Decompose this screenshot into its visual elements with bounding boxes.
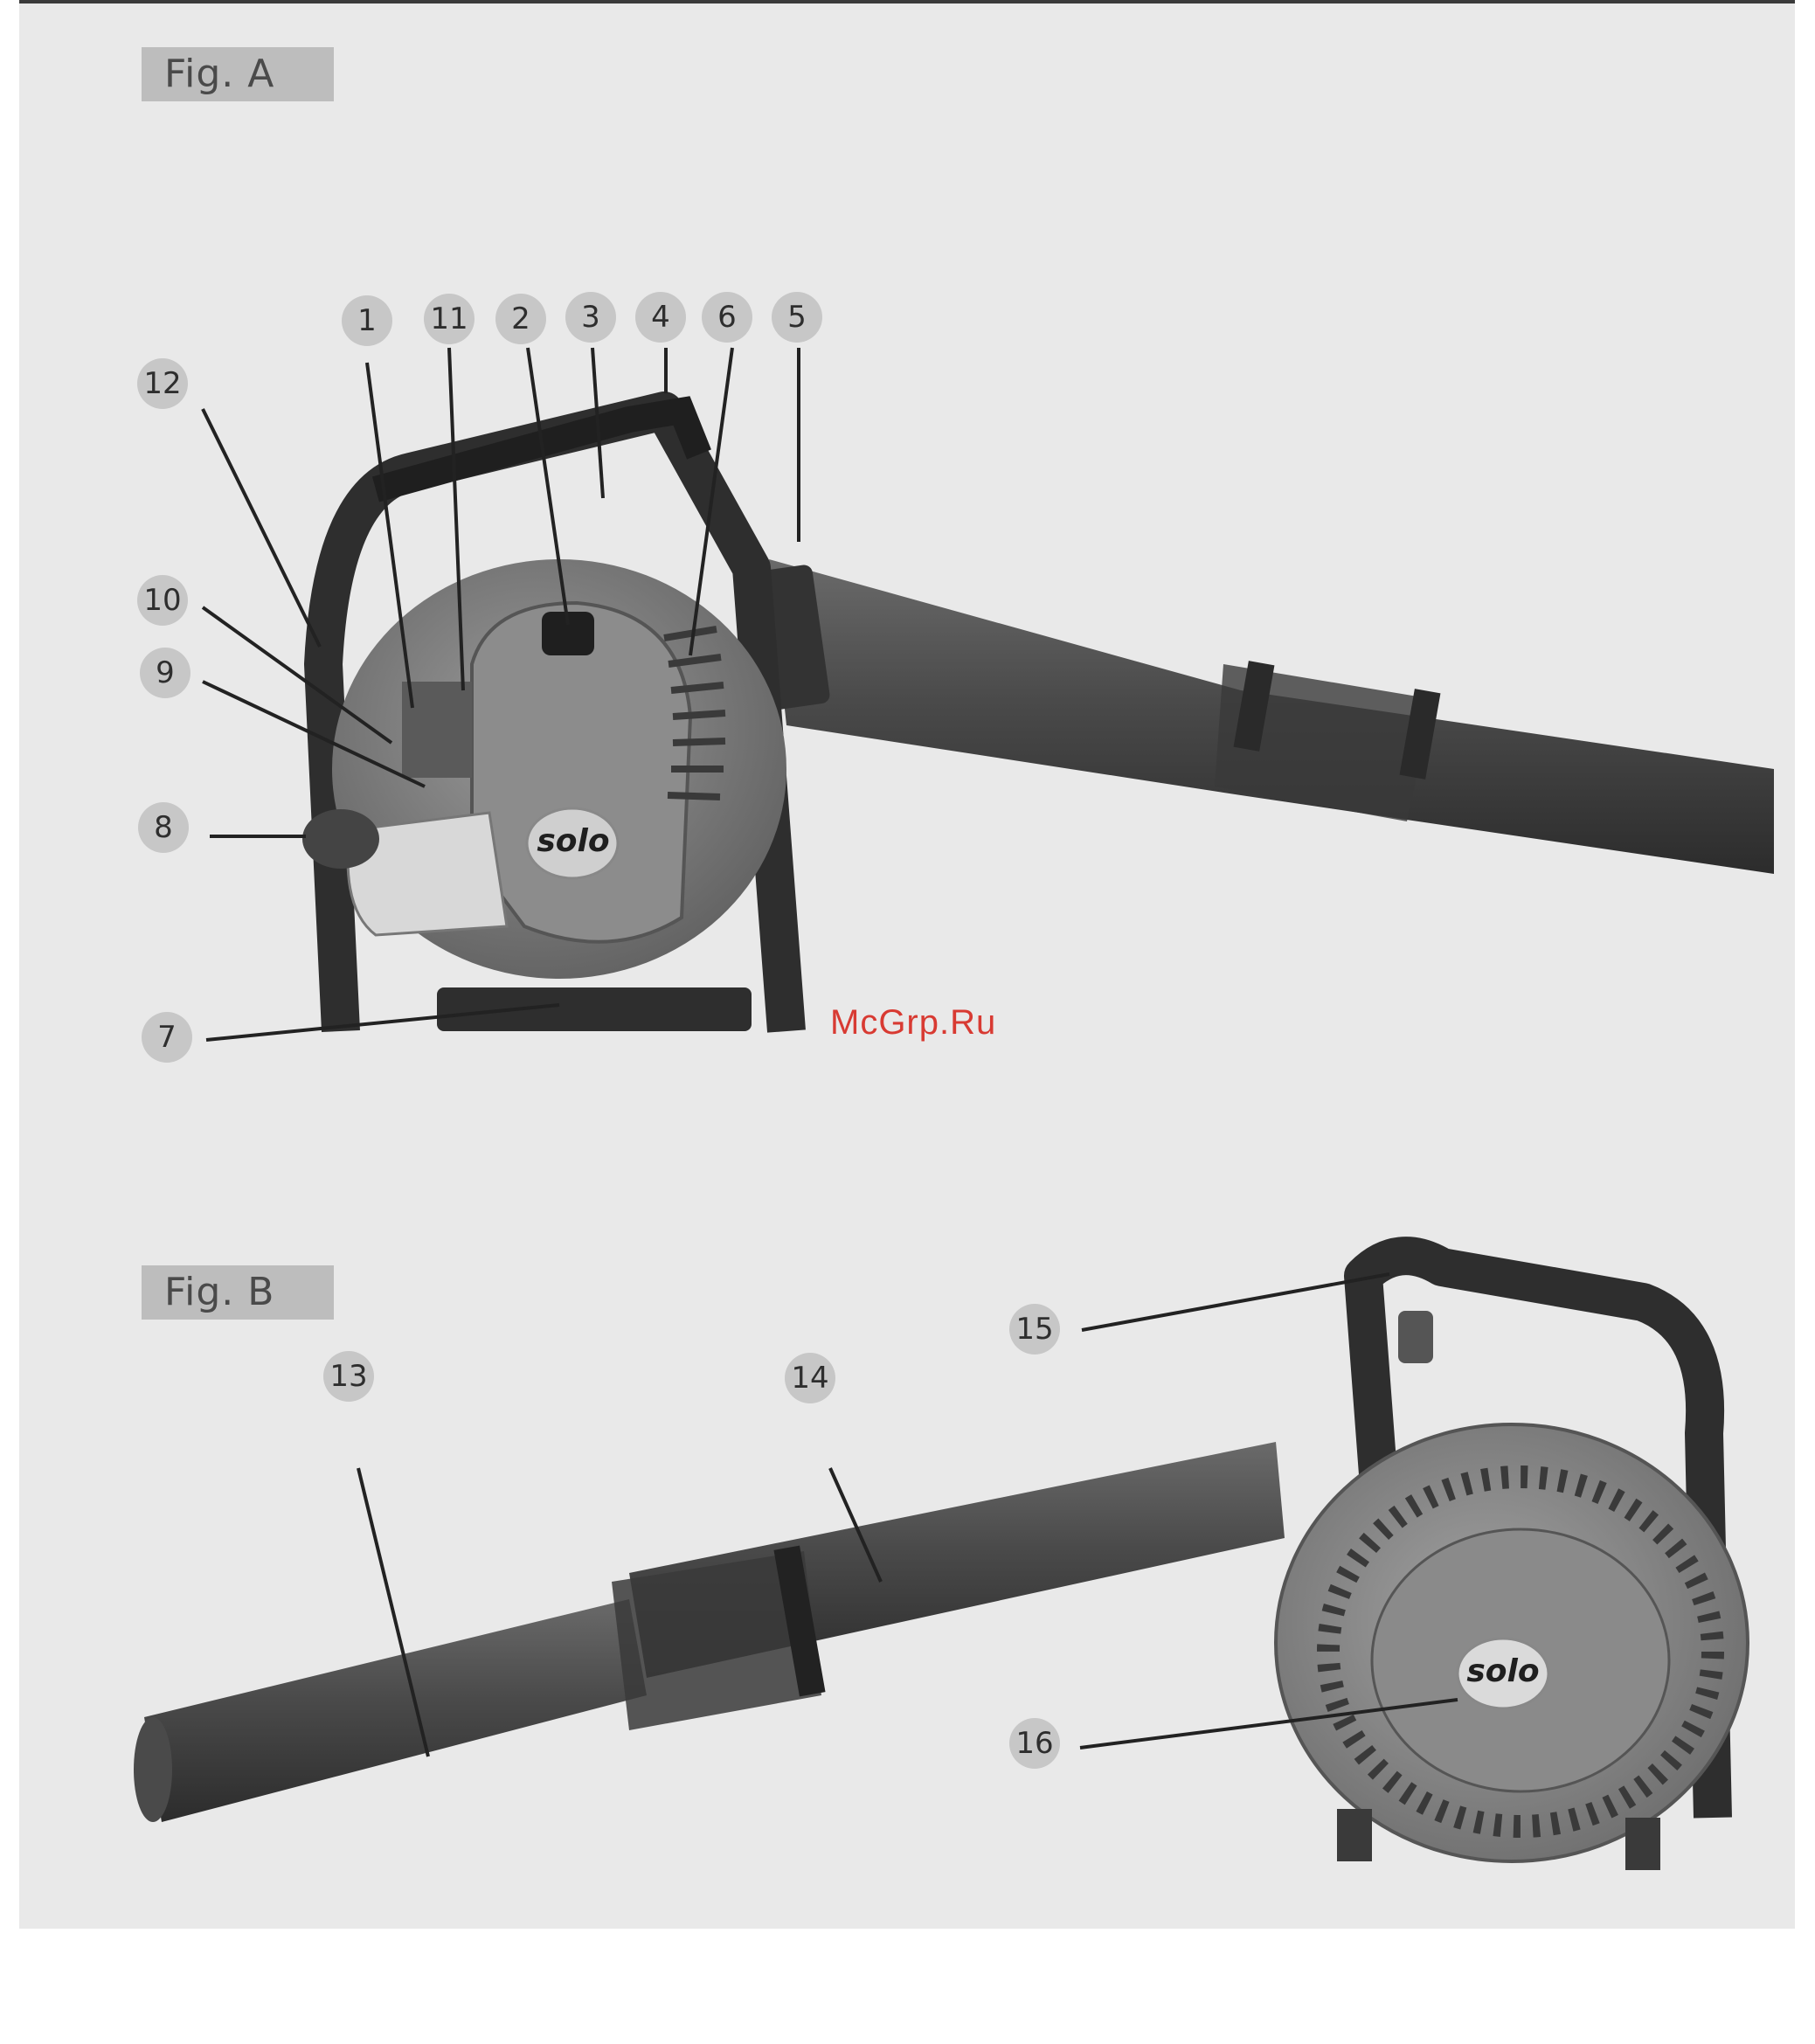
callout-7: 7 xyxy=(142,1012,192,1063)
callout-11: 11 xyxy=(424,294,475,344)
callout-4: 4 xyxy=(635,292,686,343)
fig-b-logo: solo xyxy=(1461,1653,1545,1689)
fig-b-trigger xyxy=(1398,1311,1433,1363)
callout-16: 16 xyxy=(1009,1718,1060,1769)
callout-2: 2 xyxy=(495,294,546,344)
callout-8: 8 xyxy=(138,802,189,853)
fig-b-blower xyxy=(134,1256,1748,1870)
callout-1: 1 xyxy=(342,295,392,346)
callout-10: 10 xyxy=(137,575,188,626)
leader-b15 xyxy=(1082,1274,1389,1330)
fig-a-logo: solo xyxy=(531,823,615,859)
leader-a12 xyxy=(203,409,320,647)
fig-a-blower xyxy=(302,411,1774,1031)
fig-a-tank-cap xyxy=(302,809,379,869)
callout-13: 13 xyxy=(323,1351,374,1402)
fig-b-tube-front xyxy=(144,1599,647,1822)
fig-b-foot xyxy=(1337,1809,1372,1861)
callout-3: 3 xyxy=(565,292,616,343)
callout-12: 12 xyxy=(137,358,188,409)
callout-5: 5 xyxy=(772,292,822,343)
callout-14: 14 xyxy=(785,1353,835,1403)
fig-b-tube-mouth xyxy=(134,1717,172,1822)
callout-9: 9 xyxy=(140,648,191,698)
callout-6: 6 xyxy=(702,292,752,343)
watermark-text: McGrp.Ru xyxy=(830,1003,996,1043)
fig-a-bottom-frame xyxy=(437,987,752,1031)
callout-15: 15 xyxy=(1009,1304,1060,1355)
fig-b-foot-2 xyxy=(1625,1818,1660,1870)
